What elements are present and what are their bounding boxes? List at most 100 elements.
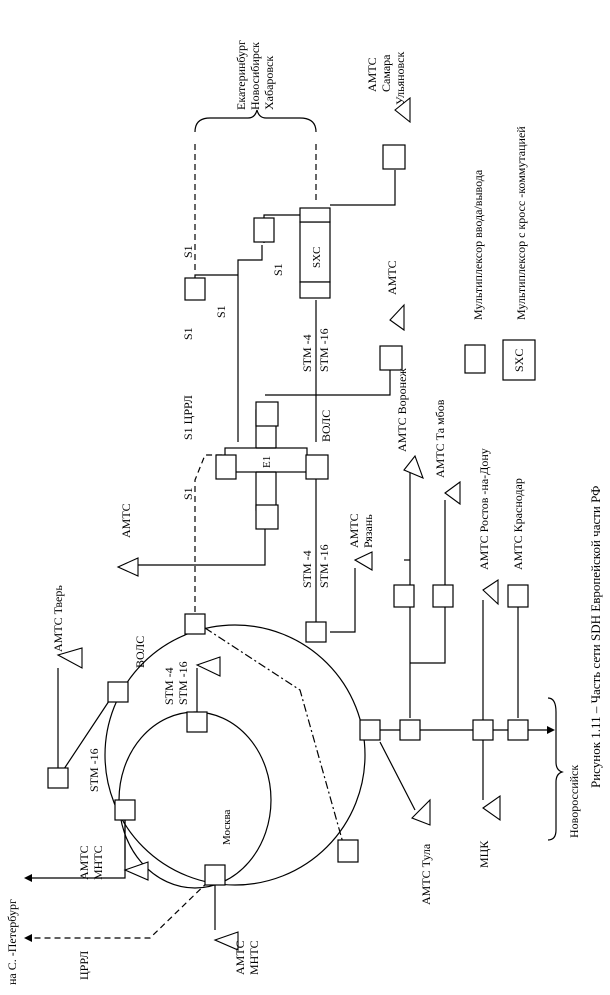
node-bus-voronezh (399, 719, 421, 741)
node-bus-rostov (472, 719, 494, 741)
crrl-arrowhead (24, 934, 32, 942)
node-e1-left (215, 454, 237, 480)
novorossiysk-brace (547, 697, 564, 841)
label-amts-ryazan-b: Рязань (361, 514, 375, 548)
node-e1-bottom (255, 504, 279, 530)
triangle-amts-mid (116, 557, 139, 577)
node-s1 (184, 277, 206, 301)
node-moscow-left (114, 799, 136, 821)
label-amts-samara-c: Ульяновск (393, 52, 407, 105)
triangle-moscow-top (195, 656, 221, 677)
cities-brace (194, 109, 317, 133)
label-mck: МЦК (477, 840, 491, 868)
label-s1-crrl: S1 ЦРРЛ (181, 395, 195, 440)
node-ring-bottom (337, 839, 359, 863)
node-ring-south (359, 719, 381, 741)
moscow-ring (118, 711, 272, 889)
label-vols-left: ВОЛС (133, 636, 147, 668)
label-amts-tula: АМТС Тула (419, 843, 433, 905)
label-stm4-16-a: STM -4 (162, 667, 176, 705)
node-e1-top (255, 401, 279, 427)
tambov-link (410, 500, 446, 664)
node-s1-left (253, 217, 275, 243)
node-moscow-bottom (204, 864, 226, 886)
label-amts-mnts2-b: МНТС (247, 940, 261, 975)
label-s1-c: S1 (181, 245, 195, 258)
node-moscow-top (186, 711, 208, 733)
node-voronezh (393, 584, 415, 608)
node-amts-right (379, 345, 403, 371)
node-ring-ryazan (305, 621, 327, 643)
triangle-voronezh (403, 454, 424, 479)
node-ring-top (184, 613, 206, 635)
label-amts-tambov: АМТС Та мбов (433, 399, 447, 478)
novorossiysk-arrowhead (547, 726, 555, 734)
label-amts-rostov: АМТС Ростов -на-Дону (477, 448, 491, 570)
triangle-ryazan (353, 551, 373, 571)
legend-mux-label: Мультиплексор ввода/вывода (471, 169, 485, 320)
triangle-tambov (444, 480, 461, 506)
node-e1-right (305, 454, 329, 480)
label-amts-samara-a: АМТС (365, 57, 379, 92)
label-stm16-mid: STM -16 (317, 544, 331, 588)
label-sxc: SXC (311, 247, 323, 268)
legend-sxc-box (502, 339, 536, 381)
s1-to-amts (135, 510, 266, 566)
label-amts-mnts2-a: АМТС (233, 940, 247, 975)
label-amts-voronezh: АМТС Воронеж (395, 368, 409, 452)
label-stm4-mid: STM -4 (300, 550, 314, 588)
e1-upper (237, 245, 263, 442)
label-cities-a: Екатеринбург (234, 40, 248, 110)
label-s1-b: S1 (181, 327, 195, 340)
node-tver (47, 767, 69, 789)
sxc-port-top (299, 207, 331, 223)
label-stm4-right: STM -4 (300, 334, 314, 372)
crrl-link (30, 874, 216, 939)
dashdot-link (204, 627, 346, 851)
label-vols-mid: ВОЛС (319, 410, 333, 442)
label-amts-mnts-a: АМТС (77, 845, 91, 880)
ryazan-link (330, 568, 356, 633)
e1-to-right (265, 370, 391, 396)
label-stm16-right: STM -16 (317, 328, 331, 372)
node-samara (382, 144, 406, 170)
label-s1-e: S1 (271, 263, 285, 276)
label-cities-b: Новосибирск (248, 42, 262, 110)
spb-arrowhead (24, 874, 32, 882)
triangle-mnts-bottom (213, 931, 239, 951)
node-tambov (432, 584, 454, 608)
node-bus-krasnodar (507, 719, 529, 741)
label-amts-ryazan-a: АМТС (347, 513, 361, 548)
label-amts-mnts-b: МНТС (91, 845, 105, 880)
triangle-rostov (482, 578, 499, 606)
legend-sxc-label: Мультиплексор с кросс -коммутацией (514, 126, 528, 320)
label-crrl: ЦРРЛ (77, 951, 91, 980)
triangle-tula (411, 798, 431, 826)
label-s1-a: S1 (181, 487, 195, 500)
tula-link (379, 741, 416, 811)
label-e1: E1 (261, 456, 273, 468)
tver-link-2 (57, 691, 116, 779)
triangle-samara (394, 96, 411, 124)
legend-sxc-box-label: SXC (512, 349, 526, 372)
label-cities-c: Хабаровск (262, 56, 276, 110)
label-amts-krasnodar: АМТС Краснодар (511, 478, 525, 570)
figure-caption: Рисунок 1.11 – Часть сети SDH Европейско… (588, 486, 603, 788)
sxc-port-bottom (299, 281, 331, 299)
legend-mux-box (464, 344, 486, 374)
label-s1-d: S1 (214, 305, 228, 318)
samara-link (330, 170, 396, 206)
crrl-trunk (194, 454, 230, 622)
triangle-tver (56, 647, 83, 669)
label-stm4-16-b: STM -16 (176, 661, 190, 705)
node-krasnodar (507, 584, 529, 608)
label-amts-right: АМТС (385, 260, 399, 295)
label-amts-tver: АМТС Тверь (51, 585, 65, 652)
label-stm16-left: STM -16 (87, 748, 101, 792)
node-vols-left (107, 681, 129, 703)
label-moskva: Москва (221, 809, 233, 845)
triangle-mck (482, 794, 501, 822)
label-novorossiysk: Новороссийск (567, 765, 581, 838)
label-amts-mid: АМТС (119, 503, 133, 538)
